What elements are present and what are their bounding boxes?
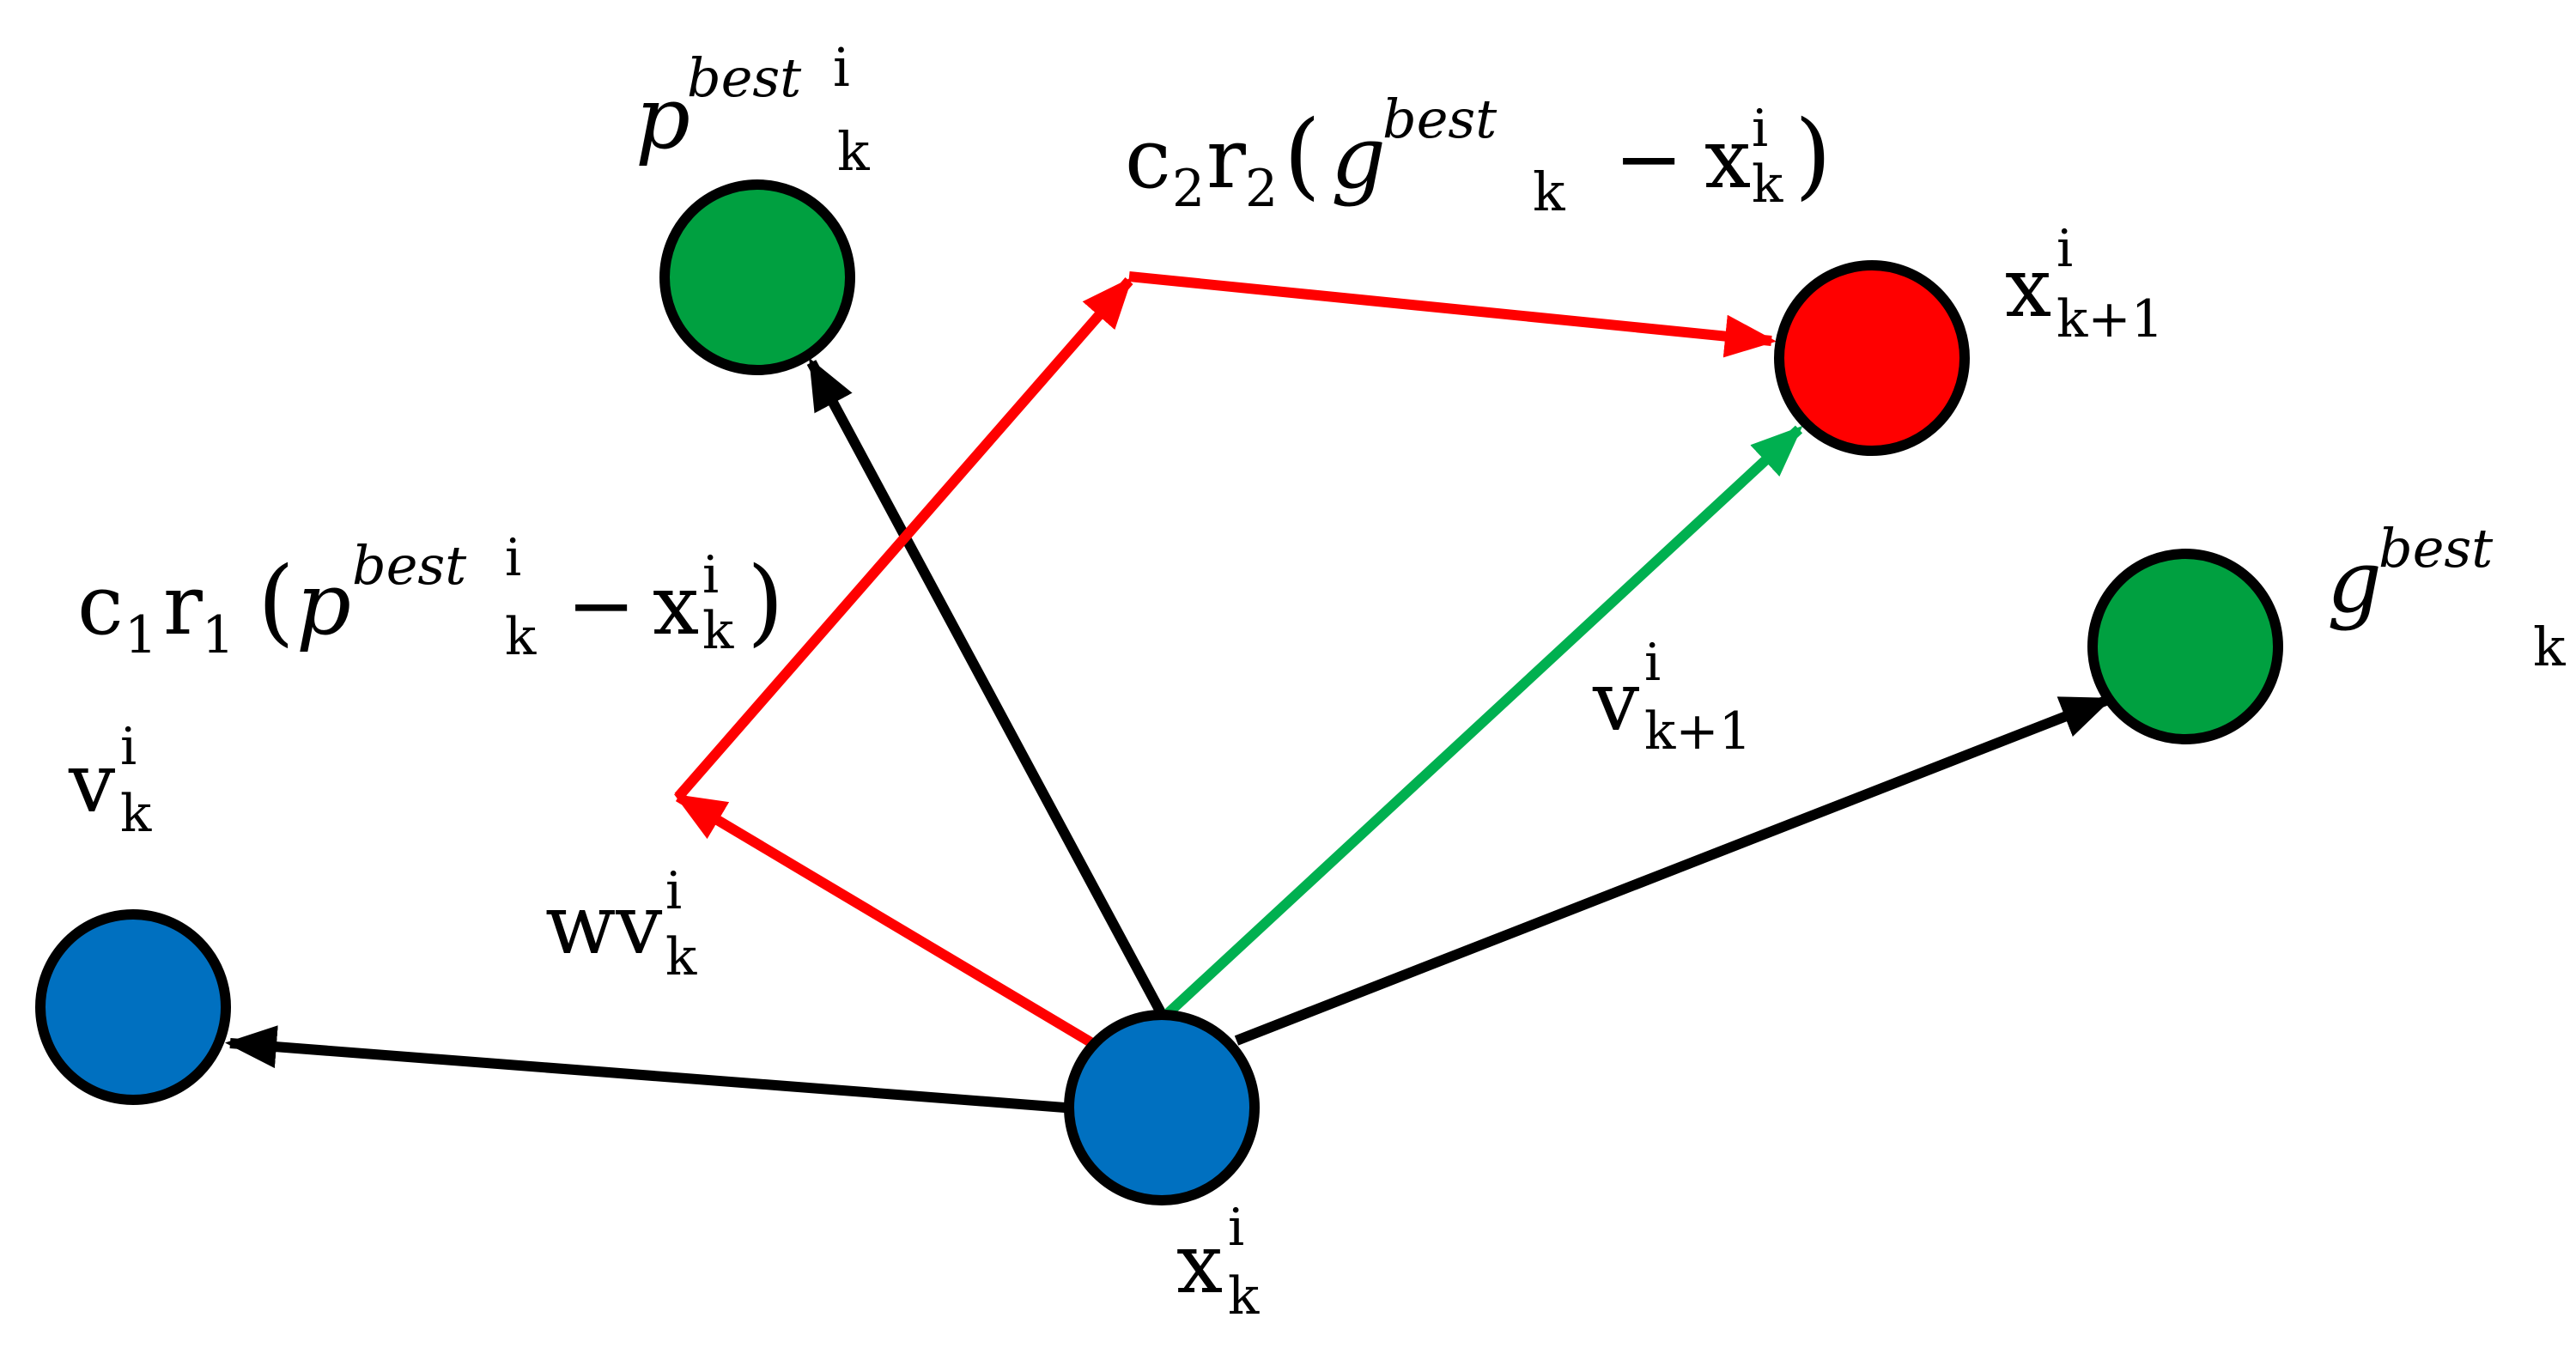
arrow-to-v-current [225,1025,1066,1113]
svg-text:k: k [837,120,870,183]
label-v-next: v i k+1 [1592,633,1752,762]
svg-text:x: x [1704,111,1751,207]
svg-text:1: 1 [125,605,157,665]
svg-text:): ) [747,546,784,656]
label-cognitive-term: c 1 r 1 ( p best i k − x i k ) [77,528,784,667]
label-social-term: c 2 r 2 ( g best k − x i k ) [1125,88,1832,223]
node-gbest [2087,549,2283,744]
svg-text:−: − [567,557,635,653]
svg-text:best: best [2379,517,2493,580]
node-v-current [35,909,231,1105]
svg-text:k: k [702,601,734,661]
node-pbest [659,179,855,375]
svg-text:x: x [653,557,699,653]
arrow-v-next [1159,425,1803,1022]
svg-text:i: i [1644,633,1661,693]
label-v-current: v i k [68,717,152,844]
svg-text:k: k [1752,155,1783,215]
svg-text:r: r [1206,111,1246,207]
svg-text:k: k [665,927,697,987]
label-x-current: x i k [1176,1198,1260,1327]
svg-text:v: v [1592,653,1639,750]
svg-text:c: c [1125,111,1171,207]
label-gbest: g best k [2327,517,2566,678]
svg-text:2: 2 [1245,159,1278,219]
arrow-to-pbest [806,357,1169,1020]
svg-text:i: i [702,545,719,605]
svg-text:g: g [1331,107,1386,208]
svg-text:g: g [2327,531,2382,632]
svg-text:k+1: k+1 [2057,289,2164,349]
svg-text:c: c [77,557,124,653]
svg-text:r: r [163,557,203,653]
svg-text:best: best [1382,88,1497,150]
svg-text:−: − [1614,111,1683,207]
arrow-inertia-wv [673,792,1096,1048]
svg-text:x: x [2005,240,2051,336]
node-x-next [1774,260,1970,456]
arrow-cognitive-term [674,276,1133,800]
arrow-social-term [1128,271,1777,358]
svg-text:i: i [120,717,137,777]
svg-text:i: i [2057,219,2073,279]
svg-text:i: i [505,528,521,588]
svg-text:best: best [352,534,466,597]
svg-text:best: best [687,46,801,109]
svg-text:(: ( [1284,100,1321,209]
label-x-next: x i k+1 [2005,219,2164,349]
svg-text:p: p [635,68,690,168]
svg-text:k: k [2533,616,2566,678]
node-x-current [1064,1010,1260,1205]
svg-text:k: k [505,607,537,667]
svg-text:2: 2 [1172,159,1205,219]
arrow-to-gbest [1234,695,2113,1046]
svg-text:i: i [1752,99,1768,159]
svg-text:i: i [665,861,682,921]
svg-text:k: k [120,784,152,844]
label-inertia-wv: wv i k [545,861,697,987]
svg-text:(: ( [258,546,295,656]
svg-text:x: x [1176,1216,1223,1312]
svg-text:k: k [1228,1266,1260,1327]
label-pbest: p best i k [635,36,870,183]
svg-text:v: v [68,735,115,831]
svg-text:i: i [1228,1198,1244,1258]
svg-text:k: k [1533,161,1565,223]
svg-text:p: p [296,554,351,654]
svg-text:): ) [1795,100,1832,209]
svg-text:wv: wv [545,877,662,973]
svg-text:1: 1 [202,605,234,665]
svg-text:i: i [833,36,850,99]
svg-text:k+1: k+1 [1644,701,1752,762]
